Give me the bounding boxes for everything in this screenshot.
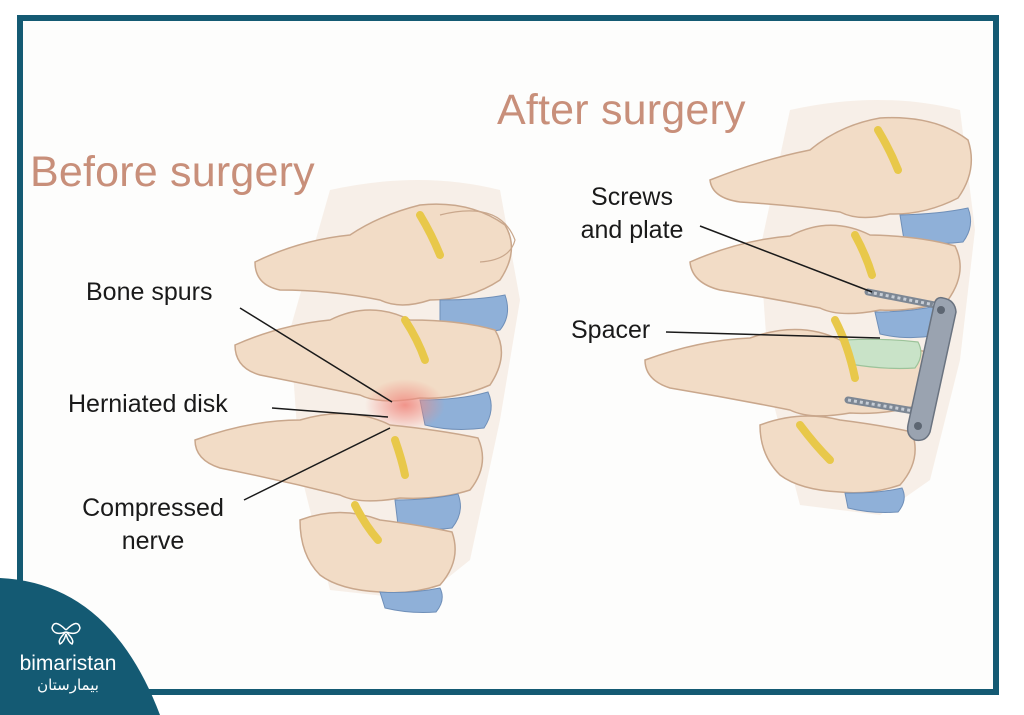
label-spacer: Spacer xyxy=(571,316,651,344)
logo-wordmark-arabic: بيمارستان xyxy=(37,676,99,694)
label-herniated-disk: Herniated disk xyxy=(68,390,228,418)
screw-upper xyxy=(864,288,939,309)
logo-wordmark: bimaristan xyxy=(19,652,117,675)
spine-after xyxy=(644,100,975,515)
nerve-roots-before xyxy=(351,211,444,544)
label-compressed-nerve: Compressed nerve xyxy=(70,492,236,558)
heading-before-surgery: Before surgery xyxy=(30,148,315,196)
vertebra-before-1 xyxy=(254,203,516,306)
label-compressed-nerve-line2: nerve xyxy=(121,527,185,555)
inflammation-area xyxy=(365,379,445,431)
label-screws-line1: Screws xyxy=(591,183,673,211)
vertebra-before-4 xyxy=(299,511,456,594)
disc-after-4 xyxy=(844,487,905,513)
leader-bone-spurs xyxy=(239,307,393,403)
leader-compressed-nerve xyxy=(243,427,391,501)
label-screws-and-plate: Screws and plate xyxy=(568,181,696,247)
label-screws-line2: and plate xyxy=(580,216,684,244)
heading-after-surgery: After surgery xyxy=(497,86,746,134)
butterfly-icon xyxy=(51,622,81,645)
vertebra-before-3 xyxy=(194,412,484,502)
leader-herniated-disk xyxy=(271,407,389,418)
spacer-implant xyxy=(844,338,922,370)
spine-before xyxy=(194,180,520,613)
label-compressed-nerve-line1: Compressed xyxy=(82,494,224,522)
vertebra-after-1 xyxy=(709,116,973,219)
screw-lower xyxy=(844,396,924,416)
nerve-roots-after xyxy=(796,126,902,464)
leader-screws-plate xyxy=(699,225,873,293)
leader-spacer xyxy=(665,331,881,339)
label-bone-spurs: Bone spurs xyxy=(86,278,213,306)
vertebra-before-2 xyxy=(234,309,503,402)
vertebra-after-4 xyxy=(759,415,916,494)
bimaristan-logo xyxy=(0,578,160,715)
disc-before-4 xyxy=(379,587,443,613)
fixation-plate xyxy=(906,296,957,442)
